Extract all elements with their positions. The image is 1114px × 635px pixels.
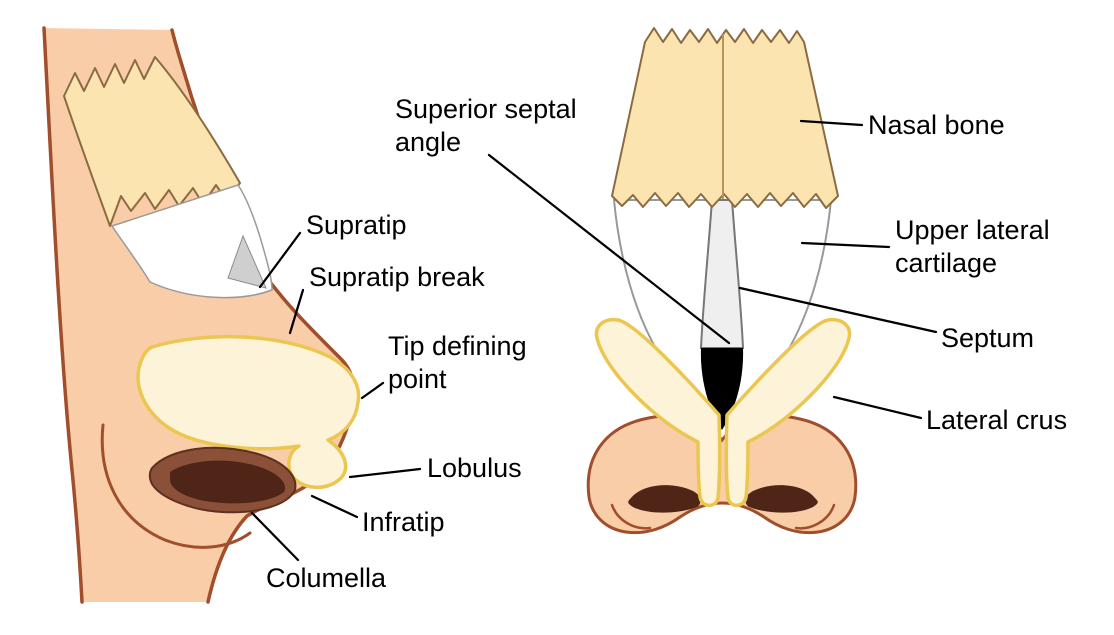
leader-line-nasal-bone (799, 119, 864, 127)
label-superior-septal-angle: Superior septal angle (395, 94, 577, 158)
frontal-view (586, 27, 858, 535)
frontal-alar-base-shape (586, 414, 858, 535)
label-supratip: Supratip (306, 210, 407, 240)
lateral-cheek-outline (42, 26, 84, 604)
label-lobulus: Lobulus (427, 453, 522, 483)
leader-line-supratip (258, 231, 302, 289)
label-infratip: Infratip (362, 507, 445, 537)
frontal-right-nostril-shape (745, 485, 818, 513)
leader-line-lobulus (348, 467, 422, 479)
leader-line-septum (738, 286, 938, 334)
frontal-left-nostril-shape (628, 485, 701, 513)
leader-lines (250, 119, 938, 562)
right-alar-rim-line (794, 503, 836, 530)
alar-crease-line (100, 423, 252, 549)
label-septum: Septum (941, 323, 1035, 353)
label-upper-lateral-cartilage: Upper lateral cartilage (895, 215, 1050, 279)
leader-line-supratip-break (288, 288, 305, 335)
lateral-lower-cartilage-shape (136, 334, 361, 490)
frontal-nasal-bone-shape (611, 27, 839, 209)
label-columella: Columella (266, 563, 387, 593)
leader-line-infratip (310, 494, 359, 519)
leader-line-superior-septal-angle (487, 153, 731, 345)
left-lateral-crus-shape (594, 317, 722, 508)
label-lateral-crus: Lateral crus (926, 405, 1068, 435)
leader-line-upper-lateral-cartilage (800, 241, 891, 249)
leader-line-columella (250, 511, 300, 562)
leader-line-tip-defining-point (360, 381, 385, 400)
lateral-view (42, 26, 361, 604)
label-tip-defining-point: Tip defining point (388, 331, 527, 395)
left-alar-rim-line (610, 503, 652, 530)
leader-line-lateral-crus (832, 395, 923, 420)
label-nasal-bone: Nasal bone (868, 110, 1005, 140)
right-lateral-crus-shape (724, 317, 852, 508)
label-supratip-break: Supratip break (309, 262, 485, 292)
supratip-shadow-shape (227, 234, 267, 289)
lateral-nostril-opening-shape (170, 460, 285, 504)
